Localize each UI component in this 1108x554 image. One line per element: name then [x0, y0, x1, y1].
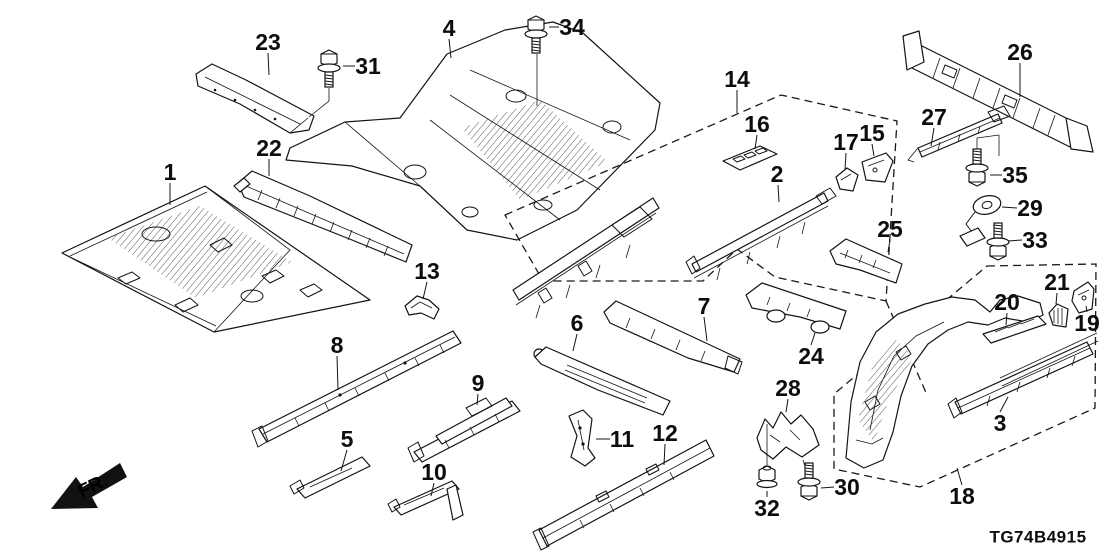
- part-24-crossmember-bracket: [745, 282, 847, 334]
- callout-leader-28: [785, 398, 789, 413]
- group-connector-line: [885, 300, 928, 396]
- callout-leader-21: [1055, 292, 1058, 305]
- callout-15[interactable]: 15: [859, 120, 885, 146]
- callout-leader-16: [754, 134, 758, 150]
- callout-leader-3: [999, 396, 1009, 413]
- callout-3[interactable]: 3: [994, 410, 1007, 436]
- part-5-bracket-rail: [289, 456, 371, 499]
- part-18-rear-wheelhouse: [845, 295, 1044, 469]
- callout-23[interactable]: 23: [255, 29, 281, 55]
- callout-leader-9: [476, 393, 479, 406]
- callout-leader-2: [777, 184, 780, 203]
- callout-9[interactable]: 9: [472, 370, 485, 396]
- callout-leader-27: [930, 127, 935, 147]
- callout-leader-12: [663, 443, 666, 466]
- callout-6[interactable]: 6: [571, 310, 584, 336]
- callout-21[interactable]: 21: [1044, 269, 1070, 295]
- callout-leader-20: [1005, 312, 1008, 326]
- part-1-front-floor-panel: [61, 185, 371, 333]
- part-22-crossmember: [233, 170, 413, 263]
- part-19-gusset: [1071, 281, 1095, 314]
- callout-29[interactable]: 29: [1017, 195, 1043, 221]
- callout-16[interactable]: 16: [744, 111, 770, 137]
- callout-leader-23: [267, 52, 270, 76]
- callout-8[interactable]: 8: [331, 332, 344, 358]
- callout-leader-15: [871, 143, 875, 157]
- part-25-crossmember-bracket: [829, 238, 903, 284]
- part-10-bracket-rail: [387, 480, 464, 521]
- callout-leader-13: [422, 281, 428, 300]
- callout-17[interactable]: 17: [833, 129, 859, 155]
- callout-35[interactable]: 35: [1002, 162, 1028, 188]
- callout-20[interactable]: 20: [994, 289, 1020, 315]
- fastener-35-bolt: [965, 134, 1000, 187]
- callout-leader-29: [1001, 206, 1018, 209]
- part-16-plate: [722, 145, 778, 171]
- part-9-rail: [407, 397, 521, 463]
- callout-1[interactable]: 1: [164, 159, 177, 185]
- callout-4[interactable]: 4: [443, 15, 456, 41]
- group-18-boundary: [833, 263, 1097, 488]
- callout-34[interactable]: 34: [559, 14, 585, 40]
- callout-5[interactable]: 5: [341, 426, 354, 452]
- callout-32[interactable]: 32: [754, 495, 780, 521]
- callout-24[interactable]: 24: [798, 343, 824, 369]
- part-20-plate: [982, 315, 1047, 344]
- part-7-sill-stiffener: [603, 300, 743, 375]
- callout-13[interactable]: 13: [414, 258, 440, 284]
- callout-leader-5: [340, 449, 348, 472]
- part-4-middle-floor-panel: [285, 21, 661, 241]
- part-21-block: [1048, 303, 1069, 328]
- callout-leader-10: [430, 482, 435, 497]
- part-2-frame-rail: [685, 187, 837, 281]
- part-27-rear-rail: [907, 105, 1011, 163]
- callout-leader-33: [1007, 239, 1023, 242]
- callout-leader-18: [956, 467, 963, 486]
- part-23-stiffener-strip: [195, 63, 315, 134]
- callout-leader-30: [820, 486, 835, 489]
- callout-31[interactable]: 31: [355, 53, 381, 79]
- part-11-bracket: [568, 409, 596, 467]
- callout-28[interactable]: 28: [775, 375, 801, 401]
- callout-leader-25: [887, 239, 891, 253]
- fastener-31-bolt: [308, 49, 341, 118]
- diagram-code: TG74B4915: [989, 528, 1086, 547]
- fastener-32-nut: [756, 465, 778, 489]
- fastener-34-bolt: [524, 15, 548, 106]
- callout-leader-19: [1085, 305, 1088, 313]
- part-13-bracket: [404, 295, 440, 320]
- callout-18[interactable]: 18: [949, 483, 975, 509]
- callout-14[interactable]: 14: [724, 66, 750, 92]
- callout-leader-24: [810, 332, 816, 346]
- callout-22[interactable]: 22: [256, 135, 282, 161]
- callout-25[interactable]: 25: [877, 216, 903, 242]
- part-6-sill-rail: [533, 346, 671, 416]
- callout-7[interactable]: 7: [698, 293, 711, 319]
- part-12-rocker-sill: [532, 439, 715, 551]
- callout-2[interactable]: 2: [771, 161, 784, 187]
- callout-leader-6: [572, 333, 578, 352]
- callout-10[interactable]: 10: [421, 459, 447, 485]
- part-29-hook-bracket: [959, 195, 1002, 247]
- part-14-frame-rail-left: [512, 197, 660, 319]
- group-14-boundary: [504, 94, 898, 302]
- part-8-side-sill: [251, 330, 462, 448]
- callout-27[interactable]: 27: [921, 104, 947, 130]
- callout-33[interactable]: 33: [1022, 227, 1048, 253]
- callout-19[interactable]: 19: [1074, 310, 1100, 336]
- callout-30[interactable]: 30: [834, 474, 860, 500]
- callout-11[interactable]: 11: [610, 426, 635, 452]
- fr-arrow-icon: [51, 463, 127, 509]
- part-3-rear-frame-rail: [947, 332, 1099, 419]
- part-26-rear-panel: [902, 30, 1094, 153]
- callout-12[interactable]: 12: [652, 420, 678, 446]
- callout-leader-4: [448, 38, 452, 59]
- callout-26[interactable]: 26: [1007, 39, 1033, 65]
- part-15-gusset: [861, 152, 894, 183]
- callout-leader-8: [336, 355, 339, 391]
- callout-leader-17: [844, 152, 847, 171]
- callout-leader-7: [703, 316, 708, 342]
